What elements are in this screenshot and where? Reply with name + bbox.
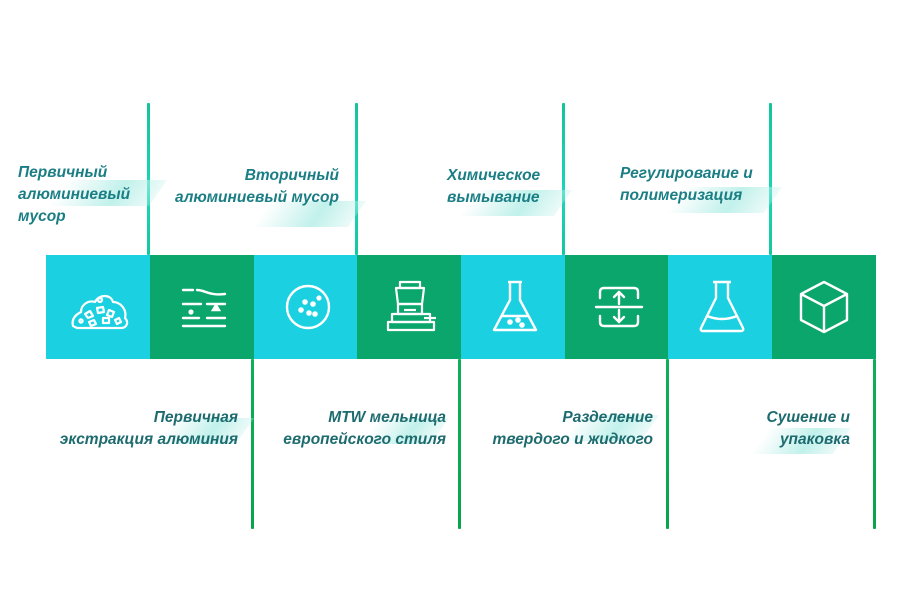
primary-extraction-icon [181, 288, 227, 328]
step-label-5: Химическое вымывание [447, 165, 540, 209]
step-segment-5 [461, 255, 569, 359]
step-label-line: MTW мельница [328, 409, 446, 426]
step-segment-4 [357, 255, 465, 359]
connector-line-step-1 [147, 103, 150, 255]
aluminum-scrap-pile-icon [71, 294, 129, 330]
step-segment-3 [254, 255, 362, 359]
step-label-line: вымывание [447, 189, 540, 206]
step-label-line: Первичный [18, 164, 108, 181]
chemical-flask-icon [492, 280, 538, 332]
connector-line-step-8 [873, 359, 876, 529]
package-box-icon [799, 280, 849, 334]
petri-dish-icon [285, 284, 331, 330]
connector-line-step-4 [458, 359, 461, 529]
grinding-mill-icon [386, 280, 436, 332]
step-label-line: мусор [18, 208, 66, 225]
step-label-1: Первичный алюминиевый мусор [18, 162, 130, 228]
connector-line-step-7 [769, 103, 772, 255]
step-label-line: твердого и жидкого [492, 431, 653, 448]
step-label-3: Вторичный алюминиевый мусор [175, 165, 339, 209]
connector-line-step-5 [562, 103, 565, 255]
step-label-line: упаковка [779, 431, 850, 448]
step-label-line: европейского стиля [283, 431, 446, 448]
step-label-line: экстракция алюминия [59, 431, 238, 448]
connector-line-step-6 [666, 359, 669, 529]
step-segment-7 [668, 255, 776, 359]
step-label-8: Сушение и упаковка [767, 407, 850, 451]
step-segment-6 [565, 255, 673, 359]
step-label-line: Химическое [447, 167, 541, 184]
step-label-line: алюминиевый мусор [174, 189, 339, 206]
step-label-line: Регулирование и [620, 165, 753, 182]
step-label-2: Первичная экстракция алюминия [60, 407, 238, 451]
connector-line-step-3 [355, 103, 358, 255]
step-label-4: MTW мельница европейского стиля [283, 407, 446, 451]
step-label-line: Разделение [562, 409, 653, 426]
step-label-line: полимеризация [620, 187, 743, 204]
step-label-line: Вторичный [244, 167, 339, 184]
step-label-7: Регулирование и полимеризация [620, 163, 753, 207]
step-label-line: Сушение и [766, 409, 850, 426]
step-segment-8 [772, 255, 876, 359]
step-label-6: Разделение твердого и жидкого [493, 407, 653, 451]
polymerization-flask-icon [699, 280, 745, 333]
connector-line-step-2 [251, 359, 254, 529]
separation-arrows-icon [594, 286, 644, 328]
step-segment-1 [46, 255, 154, 359]
process-band [46, 255, 876, 359]
step-label-line: алюминиевый [18, 186, 131, 203]
step-label-line: Первичная [153, 409, 238, 426]
step-segment-2 [150, 255, 258, 359]
